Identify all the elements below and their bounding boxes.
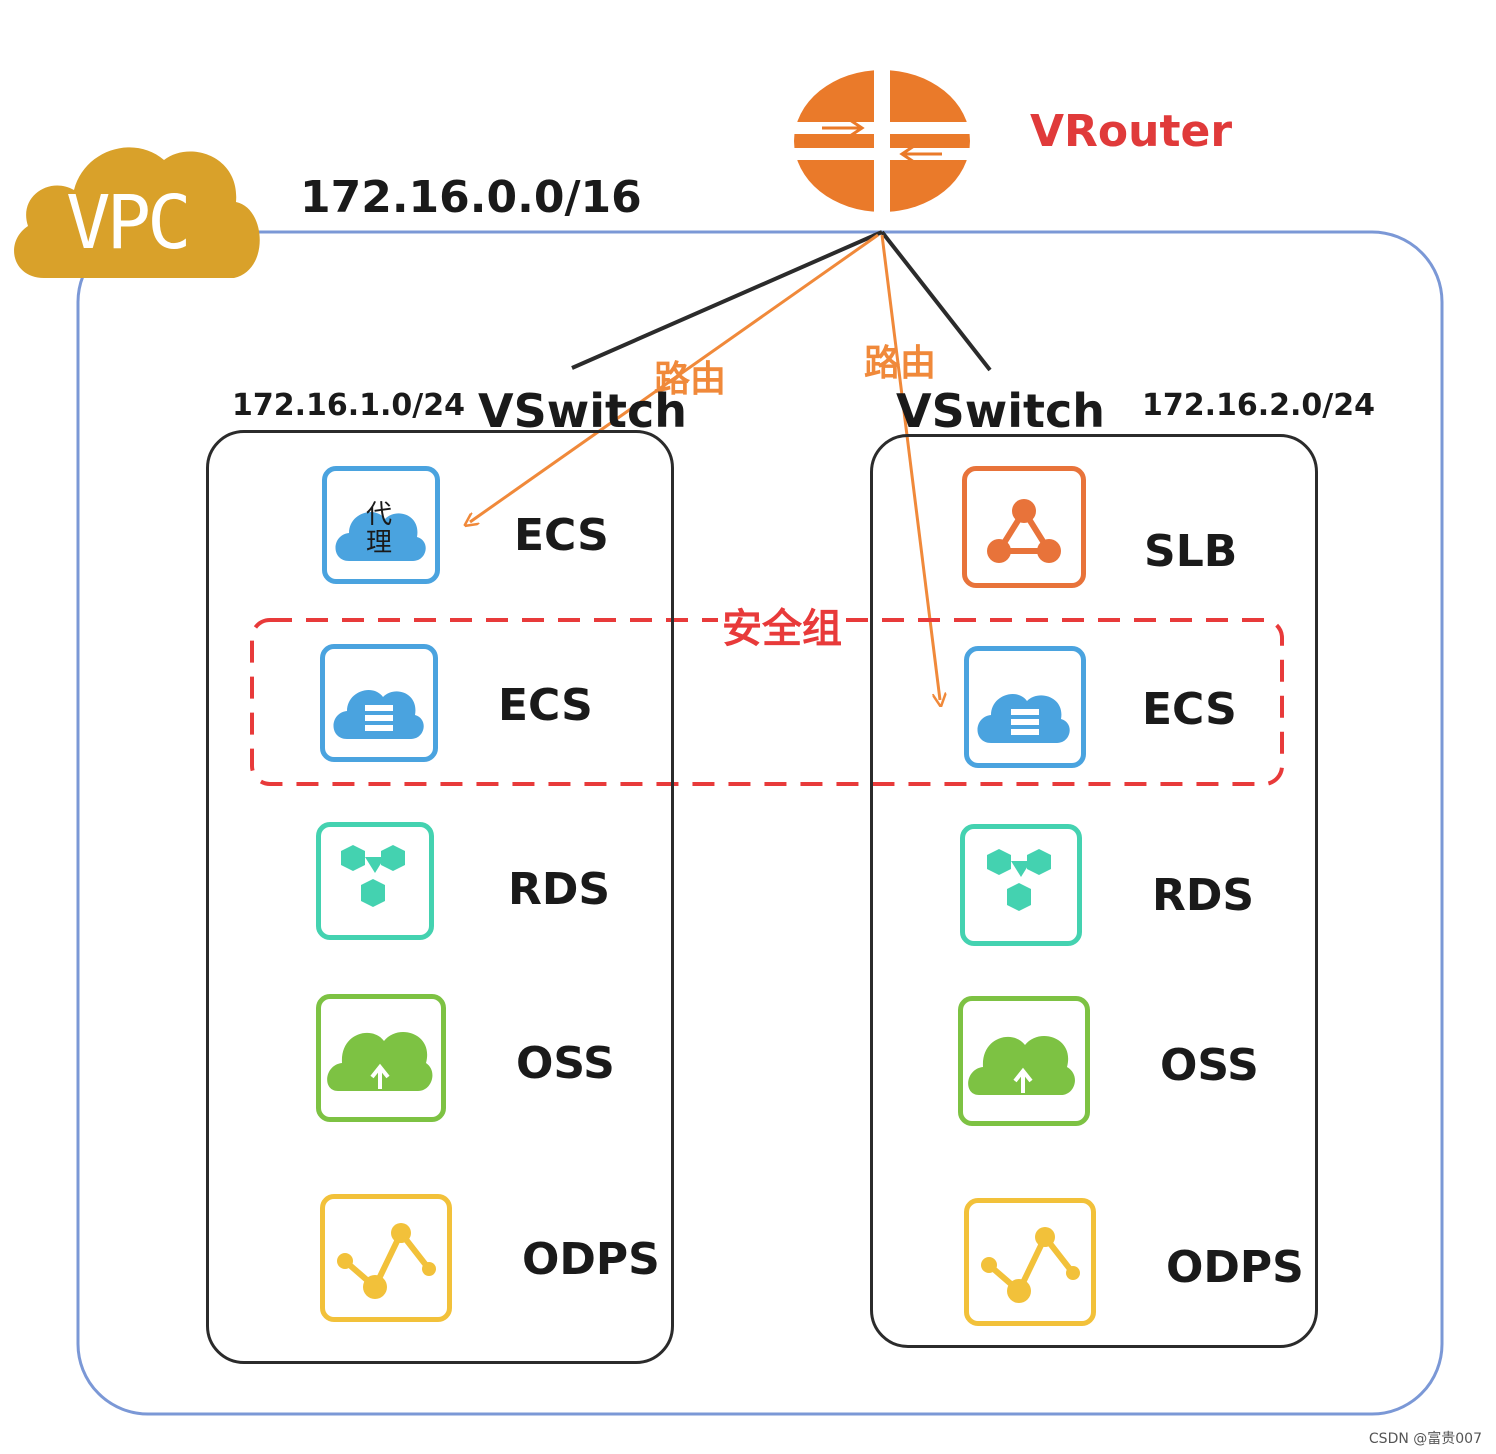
vpc-frame xyxy=(76,230,1444,1416)
security-group-label: 安全组 xyxy=(718,596,846,654)
left-item-5-label: ODPS xyxy=(522,1234,660,1285)
security-group-frame xyxy=(250,618,1284,786)
left-vswitch-frame xyxy=(206,430,674,1364)
route-label-left: 路由 xyxy=(654,359,727,400)
route-arrow-right xyxy=(880,234,940,700)
watermark: CSDN @富贵007 xyxy=(1368,1431,1482,1447)
right-vswitch-frame xyxy=(870,434,1318,1348)
vrouter-icon xyxy=(792,68,972,214)
left-vswitch-title: VSwitch xyxy=(478,384,687,438)
oss-cloud-upload-icon xyxy=(316,994,446,1122)
vrouter-link-right xyxy=(880,230,992,372)
right-vswitch-cidr: 172.16.2.0/24 xyxy=(1142,388,1376,423)
proxy-cloud-icon: 代 理 xyxy=(322,466,440,584)
rds-hexagon-icon xyxy=(316,822,434,940)
vpc-cloud-icon xyxy=(4,110,272,290)
ecs-cloud-icon xyxy=(320,644,438,762)
vpc-badge-label: VPC xyxy=(66,180,192,266)
left-item-4-label: OSS xyxy=(516,1038,615,1089)
right-item-4-label: OSS xyxy=(1160,1040,1259,1091)
right-item-1-label: SLB xyxy=(1144,526,1238,577)
right-item-5-label: ODPS xyxy=(1166,1242,1304,1293)
route-arrow-left xyxy=(470,233,879,522)
vpc-cidr: 172.16.0.0/16 xyxy=(300,172,642,223)
route-label-right: 路由 xyxy=(864,343,937,384)
ecs-cloud-icon xyxy=(964,646,1086,768)
vrouter-link-left xyxy=(571,230,883,370)
left-item-3-label: RDS xyxy=(508,864,611,915)
left-vswitch-cidr: 172.16.1.0/24 xyxy=(232,388,466,423)
left-item-1-label: ECS xyxy=(514,510,609,561)
odps-chart-icon xyxy=(320,1194,452,1322)
right-vswitch-title: VSwitch xyxy=(896,384,1105,438)
proxy-cloud-icon-text: 代 xyxy=(366,500,392,530)
right-item-3-label: RDS xyxy=(1152,870,1255,921)
right-item-2-label: ECS xyxy=(1142,684,1237,735)
rds-hexagon-icon xyxy=(960,824,1082,946)
vrouter-label: VRouter xyxy=(1030,106,1233,157)
svg-text:理: 理 xyxy=(366,528,392,558)
left-item-2-label: ECS xyxy=(498,680,593,731)
odps-chart-icon xyxy=(964,1198,1096,1326)
oss-cloud-upload-icon xyxy=(958,996,1090,1126)
slb-nodes-icon xyxy=(962,466,1086,588)
